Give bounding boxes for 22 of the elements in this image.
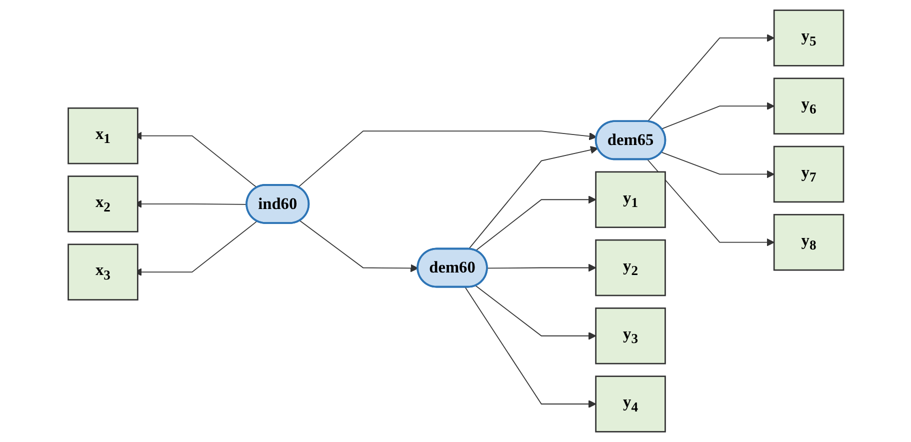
arrow xyxy=(468,146,598,250)
node-box: y$_{8}$ xyxy=(773,214,844,271)
node-box: y$_{4}$ xyxy=(594,376,666,432)
node-box: y$_{6}$ xyxy=(773,78,844,134)
arrow xyxy=(299,220,418,272)
node-box: y$_{5}$ xyxy=(773,10,844,66)
node-box: x$_{1}$ xyxy=(67,107,138,164)
arrow xyxy=(486,264,596,272)
arrow xyxy=(464,286,596,408)
arrow xyxy=(660,102,774,130)
arrow xyxy=(474,285,596,340)
node-box: y$_{7}$ xyxy=(773,146,844,203)
arrow xyxy=(646,34,774,122)
arrow xyxy=(297,130,597,188)
node-box: x$_{2}$ xyxy=(67,176,138,232)
arrow xyxy=(660,152,774,178)
node-box: x$_{3}$ xyxy=(67,244,138,300)
node-box: y$_{1}$ xyxy=(594,171,666,228)
arrow xyxy=(474,196,596,252)
node-box: y$_{2}$ xyxy=(594,239,666,296)
arrow xyxy=(646,159,774,246)
node-box: y$_{3}$ xyxy=(594,308,666,364)
